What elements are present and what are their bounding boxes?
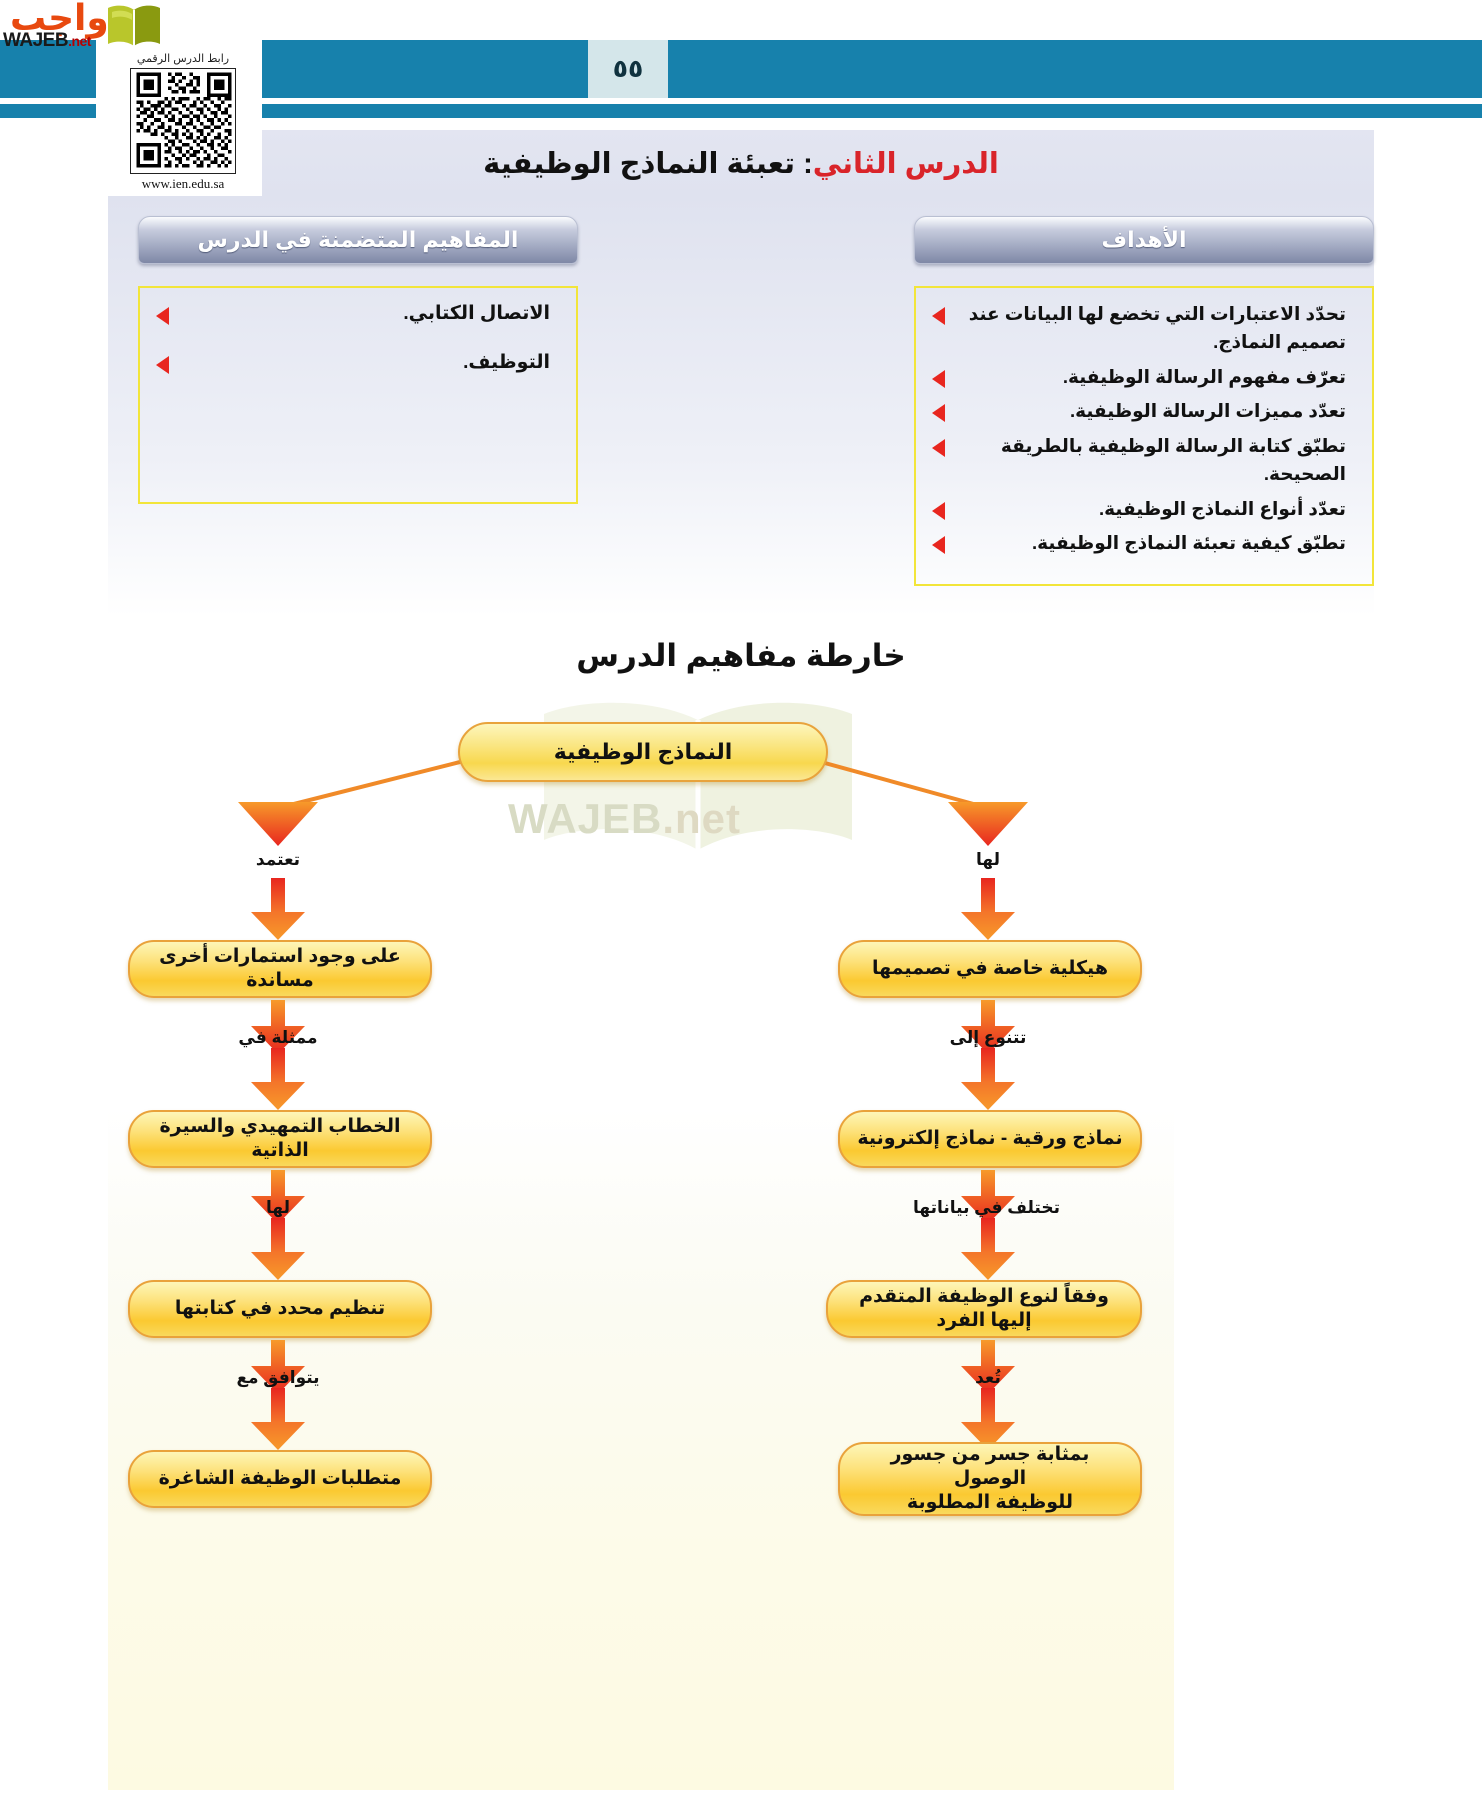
bullet-triangle-icon xyxy=(932,404,945,423)
branch-label-left: تعتمد xyxy=(255,850,301,869)
header-band-secondary xyxy=(0,104,1482,118)
right-link-label-0: تتنوع إلى xyxy=(949,1028,1027,1047)
concept-text: الاتصال الكتابي. xyxy=(403,303,550,324)
left-node-0-label: على وجود استمارات أخرى مساندة xyxy=(159,946,401,991)
objectives-heading: الأهداف xyxy=(1101,227,1187,252)
bullet-triangle-icon xyxy=(932,369,945,388)
map-root-label: النماذج الوظيفية xyxy=(553,739,733,765)
bullet-triangle-icon xyxy=(932,439,945,457)
left-node-2: تنظيم محدد في كتابتها xyxy=(128,1280,432,1338)
left-chain-arrow-3 xyxy=(248,1340,308,1396)
objective-text: تحدّد الاعتبارات التي تخضع لها البيانات … xyxy=(968,303,1346,352)
header-band-gap xyxy=(0,98,1482,104)
lesson-title-main: تعبئة النماذج الوظيفية xyxy=(483,147,796,180)
right-node-1: نماذج ورقية - نماذج إلكترونية xyxy=(838,1110,1142,1168)
right-chain-arrow-3 xyxy=(958,1340,1018,1396)
left-node-1: الخطاب التمهيدي والسيرة الذاتية xyxy=(128,1110,432,1168)
bullet-triangle-icon xyxy=(156,307,169,325)
left-link-label-0: ممثلة في xyxy=(238,1028,318,1047)
objective-item: تطبّق كتابة الرسالة الوظيفية بالطريقة ال… xyxy=(932,432,1356,488)
left-node-3: متطلبات الوظيفة الشاغرة xyxy=(128,1450,432,1508)
wajeb-latin-wordmark: WAJEB.net xyxy=(3,30,91,51)
watermark-text: WAJEB.net xyxy=(508,795,741,843)
right-chain-arrow-0 xyxy=(958,878,1018,942)
map-root-node: النماذج الوظيفية xyxy=(458,722,828,782)
right-chain-arrow-1b xyxy=(958,1048,1018,1112)
left-chain-arrow-1 xyxy=(248,1000,308,1056)
branch-arrow-left xyxy=(236,800,320,848)
watermark-tld: .net xyxy=(662,795,742,842)
objective-text: تعدّد مميزات الرسالة الوظيفية. xyxy=(1069,400,1346,422)
lesson-title-separator: : xyxy=(795,147,813,180)
qr-code-image xyxy=(130,68,236,174)
left-chain-arrow-3b xyxy=(248,1388,308,1452)
objectives-panel: الأهداف تحدّد الاعتبارات التي تخضع لها ا… xyxy=(914,216,1374,586)
lesson-info-panels: الأهداف تحدّد الاعتبارات التي تخضع لها ا… xyxy=(108,196,1374,616)
objective-text: تعرّف مفهوم الرسالة الوظيفية. xyxy=(1062,365,1346,387)
left-node-2-label: تنظيم محدد في كتابتها xyxy=(174,1298,386,1320)
left-chain-arrow-2 xyxy=(248,1170,308,1226)
objective-item: تعدّد مميزات الرسالة الوظيفية. xyxy=(932,397,1356,425)
left-node-3-label: متطلبات الوظيفة الشاغرة xyxy=(158,1468,402,1490)
bullet-triangle-icon xyxy=(932,307,945,325)
right-node-0: هيكلية خاصة في تصميمها xyxy=(838,940,1142,998)
watermark-site: WAJEB xyxy=(508,795,663,842)
right-node-0-label: هيكلية خاصة في تصميمها xyxy=(872,958,1108,980)
right-node-3: بمثابة جسر من جسور الوصول للوظيفة المطلو… xyxy=(838,1442,1142,1516)
concepts-list: الاتصال الكتابي. التوظيف. xyxy=(138,286,578,504)
left-node-0: على وجود استمارات أخرى مساندة xyxy=(128,940,432,998)
bullet-triangle-icon xyxy=(932,501,945,520)
objective-item: تعرّف مفهوم الرسالة الوظيفية. xyxy=(932,363,1356,391)
right-link-label-1: تختلف في بياناتها xyxy=(913,1198,1060,1217)
page-number: ٥٥ xyxy=(588,40,668,98)
concept-item: الاتصال الكتابي. xyxy=(156,300,560,329)
objective-text: تطبّق كتابة الرسالة الوظيفية بالطريقة ال… xyxy=(1000,435,1346,484)
left-chain-arrow-0 xyxy=(248,878,308,942)
open-book-icon xyxy=(104,2,164,50)
concept-map-title: خارطة مفاهيم الدرس xyxy=(576,638,906,673)
concept-item: التوظيف. xyxy=(156,349,560,378)
right-chain-arrow-1 xyxy=(958,1000,1018,1056)
qr-label: رابط الدرس الرقمي xyxy=(136,53,230,65)
lesson-title-band: الدرس الثاني: تعبئة النماذج الوظيفية xyxy=(108,130,1374,196)
objectives-list: تحدّد الاعتبارات التي تخضع لها البيانات … xyxy=(914,286,1374,586)
right-node-3-label: بمثابة جسر من جسور الوصول للوظيفة المطلو… xyxy=(890,1444,1090,1513)
qr-url-text: www.ien.edu.sa xyxy=(141,176,225,191)
objective-text: تطبّق كيفية تعبئة النماذج الوظيفية. xyxy=(1032,532,1346,554)
objective-text: تعدّد أنواع النماذج الوظيفية. xyxy=(1099,497,1346,519)
objective-item: تطبّق كيفية تعبئة النماذج الوظيفية. xyxy=(932,529,1356,557)
objective-item: تحدّد الاعتبارات التي تخضع لها البيانات … xyxy=(932,300,1356,356)
concepts-panel-header: المفاهيم المتضمنة في الدرس xyxy=(138,216,578,264)
objective-item: تعدّد أنواع النماذج الوظيفية. xyxy=(932,495,1356,523)
bullet-triangle-icon xyxy=(156,355,169,374)
lesson-title-prefix: الدرس الثاني xyxy=(812,147,999,180)
right-node-2-label: وفقاً لنوع الوظيفة المتقدم إليها الفرد xyxy=(859,1286,1109,1331)
right-chain-arrow-2b xyxy=(958,1218,1018,1282)
objectives-panel-header: الأهداف xyxy=(914,216,1374,264)
right-node-1-label: نماذج ورقية - نماذج إلكترونية xyxy=(857,1128,1123,1150)
concepts-panel: المفاهيم المتضمنة في الدرس الاتصال الكتا… xyxy=(138,216,578,504)
wajeb-logo: واجب WAJEB.net xyxy=(0,0,109,52)
left-node-1-label: الخطاب التمهيدي والسيرة الذاتية xyxy=(159,1116,401,1161)
right-chain-arrow-3b xyxy=(958,1388,1018,1452)
concepts-heading: المفاهيم المتضمنة في الدرس xyxy=(197,227,519,252)
right-chain-arrow-2 xyxy=(958,1170,1018,1226)
root-branch-lines xyxy=(277,758,989,810)
right-node-2: وفقاً لنوع الوظيفة المتقدم إليها الفرد xyxy=(826,1280,1142,1338)
page-number-value: ٥٥ xyxy=(612,55,644,83)
branch-arrow-right xyxy=(946,800,1030,848)
left-link-label-1: لها xyxy=(266,1198,290,1217)
branch-label-right: لها xyxy=(976,850,1000,869)
left-chain-arrow-1b xyxy=(248,1048,308,1112)
right-link-label-2: تُعد xyxy=(975,1368,1001,1387)
concept-map: WAJEB.net النماذج الوظيفية تعتمد لها xyxy=(108,690,1174,1790)
left-link-label-2: يتوافق مع xyxy=(236,1368,320,1387)
digital-lesson-qr[interactable]: رابط الدرس الرقمي xyxy=(120,52,246,196)
wajeb-arabic-wordmark: واجب xyxy=(10,0,109,39)
left-chain-arrow-2b xyxy=(248,1218,308,1282)
concept-text: التوظيف. xyxy=(463,351,550,373)
bullet-triangle-icon xyxy=(932,536,945,555)
page-title: الدرس الثاني: تعبئة النماذج الوظيفية xyxy=(483,146,999,181)
